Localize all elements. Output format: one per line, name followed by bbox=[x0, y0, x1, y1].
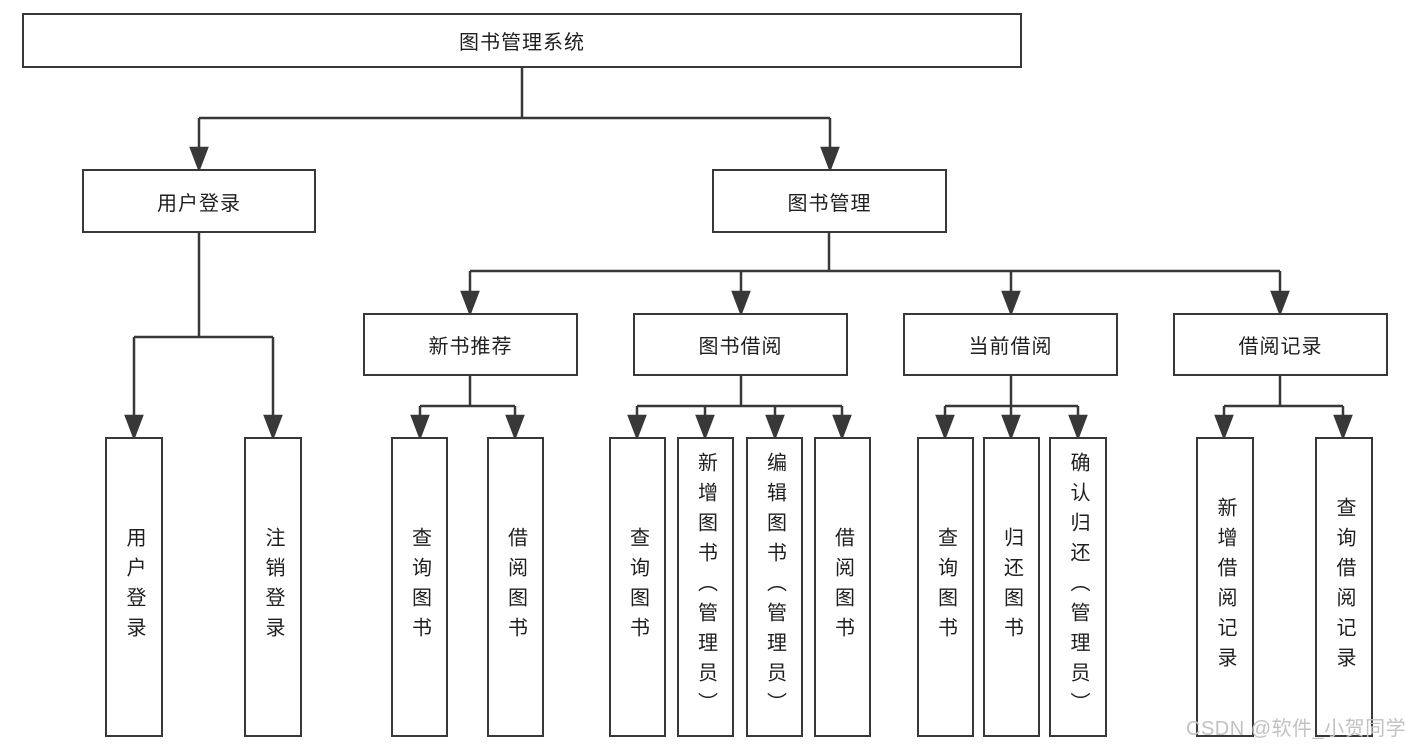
leaf-label: 新增图书（管理员） bbox=[694, 452, 717, 722]
leaf-label: 借阅图书 bbox=[831, 527, 854, 647]
leaf-logout: 注销登录 bbox=[244, 437, 302, 737]
root-connectors bbox=[189, 68, 840, 173]
leaf-user-login: 用户登录 bbox=[105, 437, 163, 737]
arrow-down-icon bbox=[765, 414, 785, 441]
leaf-add-book-admin: 新增图书（管理员） bbox=[677, 437, 734, 737]
new-book-recommendation-connectors bbox=[410, 376, 525, 441]
leaf-label: 注销登录 bbox=[262, 527, 284, 647]
arrow-down-icon bbox=[731, 290, 751, 317]
leaf-label: 确认归还（管理员） bbox=[1067, 452, 1089, 722]
node-label: 新书推荐 bbox=[428, 336, 513, 358]
arrow-down-icon bbox=[1270, 290, 1290, 317]
leaf-query-borrow-record: 查询借阅记录 bbox=[1315, 437, 1373, 737]
arrow-down-icon bbox=[189, 146, 209, 173]
arrow-down-icon bbox=[820, 146, 840, 173]
user-login-branch-connectors bbox=[124, 233, 283, 441]
leaf-query-books-borrowing: 查询图书 bbox=[609, 437, 666, 737]
arrow-down-icon bbox=[1333, 414, 1353, 441]
leaf-label: 查询图书 bbox=[408, 527, 431, 647]
book-borrowing-connectors bbox=[627, 376, 852, 441]
arrow-down-icon bbox=[1214, 414, 1234, 441]
leaf-query-books-recommend: 查询图书 bbox=[391, 437, 448, 737]
arrow-down-icon bbox=[505, 414, 525, 441]
leaf-label: 查询图书 bbox=[626, 527, 649, 647]
arrow-down-icon bbox=[410, 414, 430, 441]
book-management-branch-connectors bbox=[460, 233, 1290, 317]
node-current-borrowing: 当前借阅 bbox=[903, 313, 1118, 376]
node-book-borrowing: 图书借阅 bbox=[633, 313, 848, 376]
node-book-management: 图书管理 bbox=[712, 169, 947, 233]
leaf-label: 归还图书 bbox=[1000, 527, 1023, 647]
leaf-confirm-return-admin: 确认归还（管理员） bbox=[1049, 437, 1107, 737]
leaf-label: 查询图书 bbox=[934, 527, 957, 647]
leaf-borrow-books-recommend: 借阅图书 bbox=[487, 437, 544, 737]
arrow-down-icon bbox=[460, 290, 480, 317]
leaf-label: 查询借阅记录 bbox=[1333, 497, 1355, 677]
leaf-label: 借阅图书 bbox=[504, 527, 527, 647]
current-borrowing-connectors bbox=[935, 376, 1088, 441]
arrow-down-icon bbox=[1068, 414, 1088, 441]
arrow-down-icon bbox=[1001, 414, 1021, 441]
node-label: 当前借阅 bbox=[968, 336, 1053, 358]
leaf-label: 新增借阅记录 bbox=[1214, 497, 1236, 677]
arrow-down-icon bbox=[832, 414, 852, 441]
leaf-add-borrow-record: 新增借阅记录 bbox=[1196, 437, 1254, 737]
watermark: CSDN @软件_小贺同学 bbox=[1186, 718, 1405, 740]
arrow-down-icon bbox=[695, 414, 715, 441]
node-label: 图书管理系统 bbox=[459, 32, 585, 54]
node-label: 用户登录 bbox=[157, 192, 241, 215]
node-label: 图书借阅 bbox=[698, 336, 783, 358]
node-borrowing-records: 借阅记录 bbox=[1173, 313, 1388, 376]
arrow-down-icon bbox=[263, 414, 283, 441]
node-label: 图书管理 bbox=[787, 192, 872, 215]
node-label: 借阅记录 bbox=[1238, 336, 1323, 358]
leaf-return-book: 归还图书 bbox=[983, 437, 1040, 737]
arrow-down-icon bbox=[1001, 290, 1021, 317]
node-library-management-system: 图书管理系统 bbox=[22, 13, 1022, 68]
arrow-down-icon bbox=[935, 414, 955, 441]
leaf-label: 编辑图书（管理员） bbox=[763, 452, 786, 722]
arrow-down-icon bbox=[124, 414, 144, 441]
arrow-down-icon bbox=[627, 414, 647, 441]
borrowing-records-connectors bbox=[1214, 376, 1353, 441]
leaf-label: 用户登录 bbox=[123, 527, 145, 647]
leaf-borrow-books-borrowing: 借阅图书 bbox=[814, 437, 871, 737]
leaf-edit-book-admin: 编辑图书（管理员） bbox=[746, 437, 803, 737]
node-new-book-recommendation: 新书推荐 bbox=[363, 313, 578, 376]
node-user-login: 用户登录 bbox=[82, 169, 316, 233]
leaf-query-books-current: 查询图书 bbox=[917, 437, 974, 737]
